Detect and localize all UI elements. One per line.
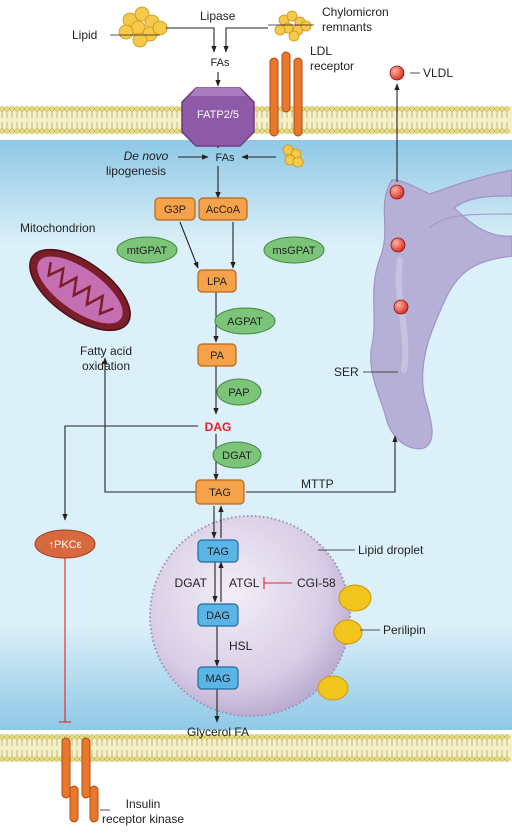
mag-label: MAG — [205, 673, 230, 685]
ld-dag-box: DAG — [197, 603, 239, 627]
ldl-label-1: LDL — [310, 44, 332, 58]
vldl-particle-2 — [390, 237, 406, 253]
vldl-particle-3 — [393, 299, 409, 315]
fatty-acid-label-2: oxidation — [82, 359, 130, 373]
g3p-box: G3P — [154, 197, 196, 221]
mtgpat-enzyme: mtGPAT — [116, 236, 178, 264]
ld-atgl-label: ATGL — [229, 576, 260, 590]
agpat-label: AGPAT — [227, 316, 263, 328]
lipase-label: Lipase — [200, 9, 236, 23]
tag-label: TAG — [209, 487, 231, 499]
glycerol-fa-label: Glycerol FA — [187, 725, 249, 739]
dag-label: DAG — [205, 420, 232, 434]
fatty-acid-label-1: Fatty acid — [80, 344, 132, 358]
dgat-label: DGAT — [222, 450, 252, 462]
cgi58-label: CGI-58 — [297, 576, 336, 590]
fatp-label: FATP2/5 — [197, 109, 239, 121]
fatp-transporter — [181, 87, 255, 147]
insulin-receptor — [61, 737, 99, 823]
lipogenesis-label: lipogenesis — [106, 164, 166, 178]
inhibition-lines — [59, 545, 292, 723]
chylomicron-label-2: remnants — [322, 20, 372, 34]
fas-top-label: FAs — [211, 57, 230, 69]
lpa-box: LPA — [197, 269, 237, 293]
hsl-label: HSL — [229, 639, 253, 653]
plasma-membrane-bottom — [0, 734, 512, 762]
acoa-box: AcCoA — [198, 197, 248, 221]
pap-label: PAP — [228, 387, 249, 399]
mitochondrion-label: Mitochondrion — [20, 221, 95, 235]
lipid-label: Lipid — [72, 28, 97, 42]
ldl-receptor — [269, 51, 303, 137]
chylomicron-label-1: Chylomicron — [322, 5, 389, 19]
agpat-enzyme: AGPAT — [214, 307, 276, 335]
insulin-label-1: Insulin — [126, 797, 161, 811]
lipid-droplet-label: Lipid droplet — [358, 543, 424, 557]
chylomicron-icon — [274, 10, 312, 42]
mtgpat-label: mtGPAT — [127, 245, 168, 257]
vldl-icon — [389, 65, 405, 81]
tag-box: TAG — [195, 479, 245, 505]
fas-mid-label: FAs — [216, 152, 235, 164]
lipid-icon — [118, 6, 168, 48]
mitochondrion — [29, 248, 131, 332]
perilipin-label: Perilipin — [383, 623, 426, 637]
fa-droplets-icon — [282, 144, 304, 168]
msgpat-enzyme: msGPAT — [263, 236, 325, 264]
dgat-enzyme: DGAT — [212, 441, 262, 469]
pa-box: PA — [197, 343, 237, 367]
vldl-particle-1 — [389, 184, 405, 200]
perilipin-icon — [317, 584, 372, 701]
lpa-label: LPA — [207, 276, 228, 288]
pap-enzyme: PAP — [216, 378, 262, 406]
lipid-droplet — [149, 515, 351, 717]
insulin-label-2: receptor kinase — [102, 812, 184, 826]
plasma-membrane-top — [0, 106, 512, 134]
pkc-label: ↑PKCε — [48, 539, 81, 551]
pa-label: PA — [210, 350, 225, 362]
ldl-label-2: receptor — [310, 59, 354, 73]
ld-dag-label: DAG — [206, 610, 230, 622]
mag-box: MAG — [197, 666, 239, 690]
msgpat-label: msGPAT — [273, 245, 316, 257]
g3p-label: G3P — [164, 204, 186, 216]
pkc-enzyme — [34, 529, 96, 559]
ld-tag-label: TAG — [207, 546, 229, 558]
mttp-label: MTTP — [301, 477, 334, 491]
ld-tag-box: TAG — [197, 539, 239, 563]
vldl-label: VLDL — [423, 66, 453, 80]
ld-dgat-label: DGAT — [175, 576, 208, 590]
de-novo-label: De novo — [124, 149, 169, 163]
ser-label: SER — [334, 365, 359, 379]
acoa-label: AcCoA — [206, 204, 241, 216]
